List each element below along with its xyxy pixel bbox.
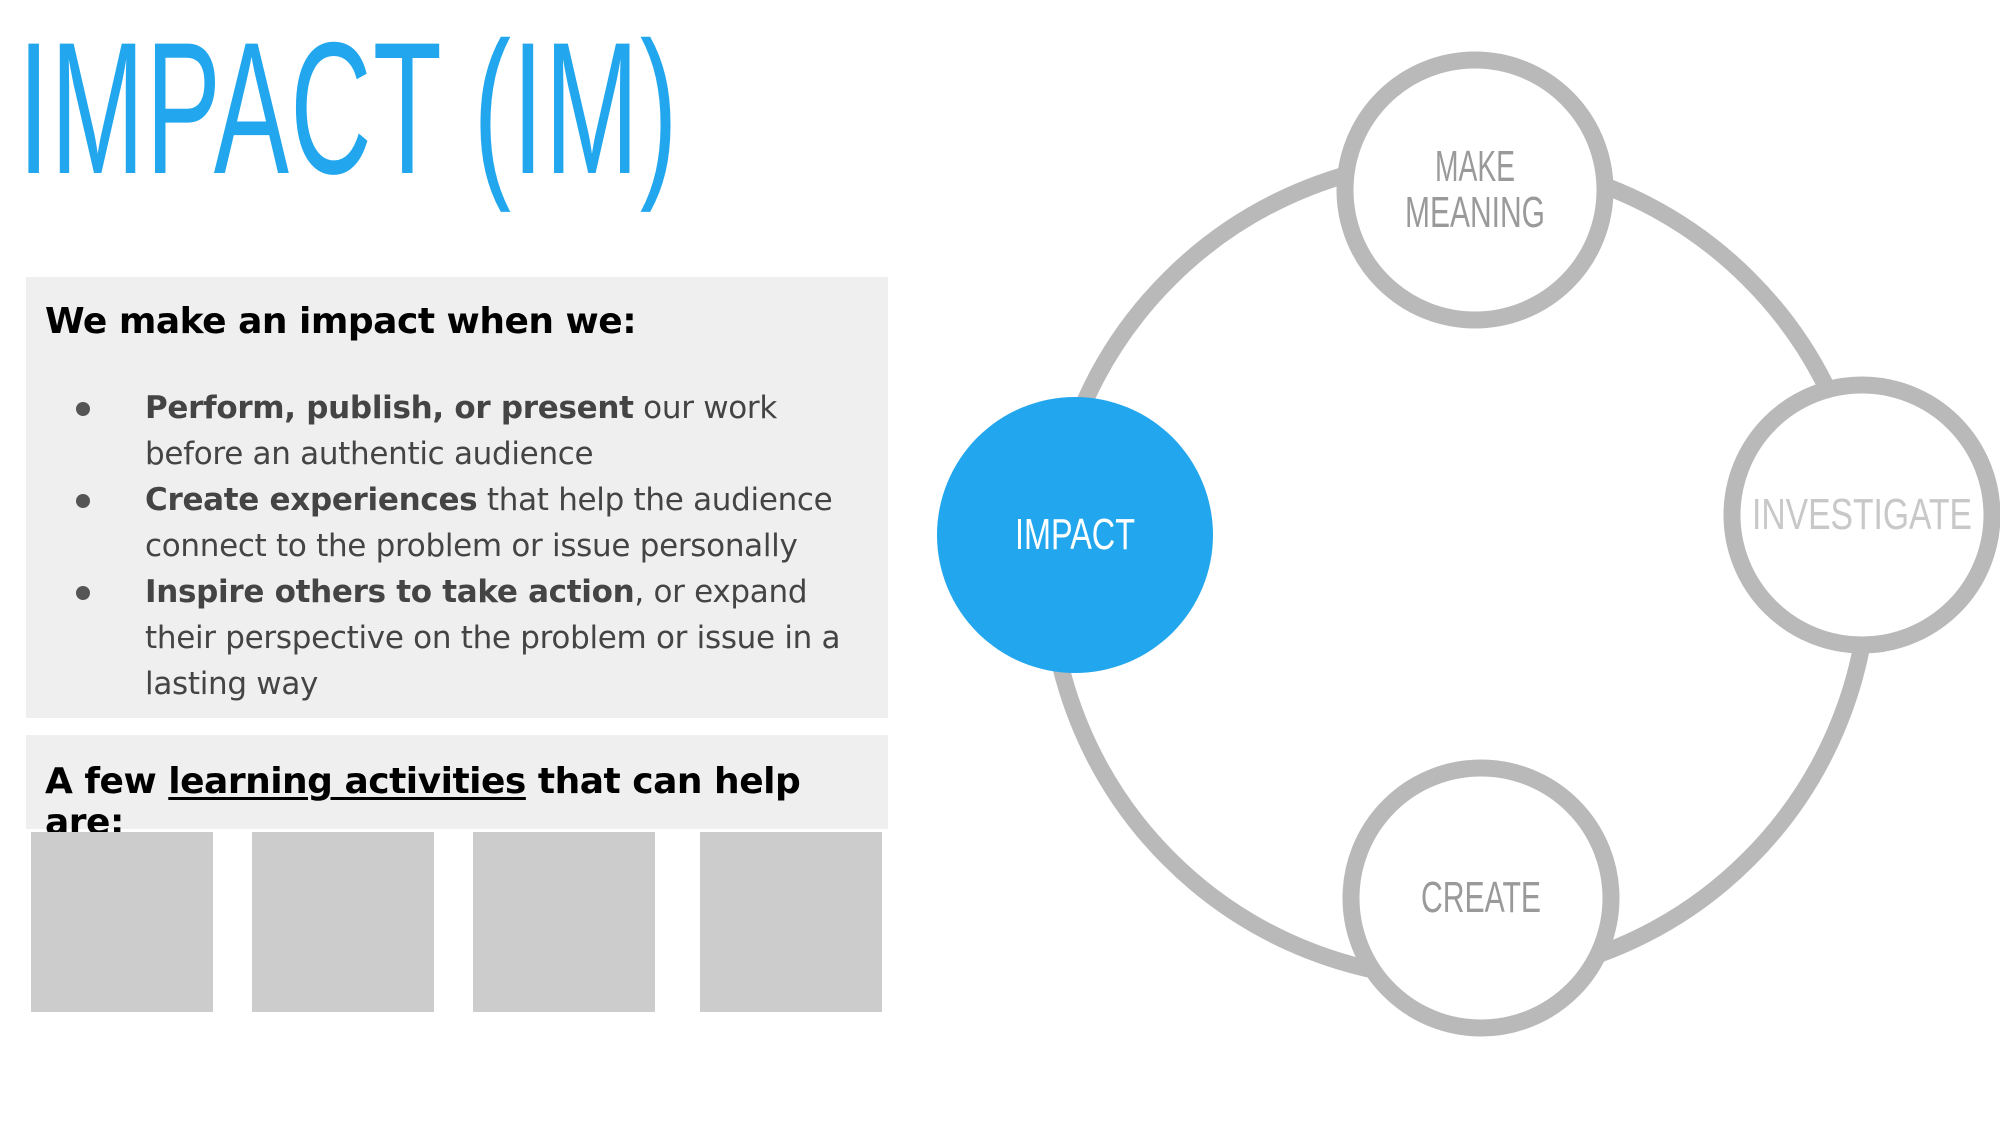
cycle-node-label: MEANING	[1405, 188, 1545, 237]
cycle-node-circle	[1342, 759, 1620, 1037]
bullet-text: , or expand their perspective on the pro…	[145, 574, 841, 702]
bullet-dot-icon	[76, 494, 90, 508]
learning-activities-link[interactable]: learning activities	[168, 761, 526, 802]
learning-activities-panel: A few learning activities that can help …	[26, 735, 888, 843]
activities-heading-prefix: A few	[45, 761, 169, 802]
bullet-bold-text: Perform, publish, or present	[145, 390, 634, 426]
cycle-node-label: IMPACT	[1015, 510, 1135, 559]
cycle-node-circle	[937, 397, 1213, 673]
cycle-node-label: MAKE	[1435, 142, 1515, 191]
description-heading: We make an impact when we:	[45, 301, 637, 342]
activity-placeholder-tile[interactable]	[31, 832, 213, 1012]
activity-placeholder-tile[interactable]	[252, 832, 434, 1012]
bullet-item: Inspire others to take action, or expand…	[26, 569, 888, 707]
cycle-node-investigate[interactable]: INVESTIGATE	[1723, 376, 2000, 654]
impact-bullet-list: Perform, publish, or present our work be…	[26, 385, 888, 707]
bullet-text: our work before an authentic audience	[145, 390, 778, 472]
impact-description-panel: We make an impact when we: Perform, publ…	[26, 277, 888, 718]
cycle-node-circle	[1723, 376, 2000, 654]
cycle-node-label: CREATE	[1421, 873, 1541, 922]
bullet-dot-icon	[76, 402, 90, 416]
activities-heading: A few learning activities that can help …	[45, 761, 888, 843]
cycle-node-create[interactable]: CREATE	[1342, 759, 1620, 1037]
page-title: IMPACT (IM)	[18, 3, 679, 213]
bullet-dot-icon	[76, 586, 90, 600]
activity-placeholder-tile[interactable]	[700, 832, 882, 1012]
bullet-bold-text: Inspire others to take action	[145, 574, 635, 610]
bullet-item: Create experiences that help the audienc…	[26, 477, 888, 569]
activity-placeholder-tile[interactable]	[473, 832, 655, 1012]
bullet-item: Perform, publish, or present our work be…	[26, 385, 888, 477]
bullet-text: that help the audience connect to the pr…	[145, 482, 833, 564]
activities-heading-suffix: that can help are:	[45, 761, 801, 843]
cycle-node-impact[interactable]: IMPACT	[937, 397, 1213, 673]
bullet-bold-text: Create experiences	[145, 482, 478, 518]
cycle-node-circle	[1336, 51, 1614, 329]
cycle-node-label: INVESTIGATE	[1752, 490, 1972, 539]
